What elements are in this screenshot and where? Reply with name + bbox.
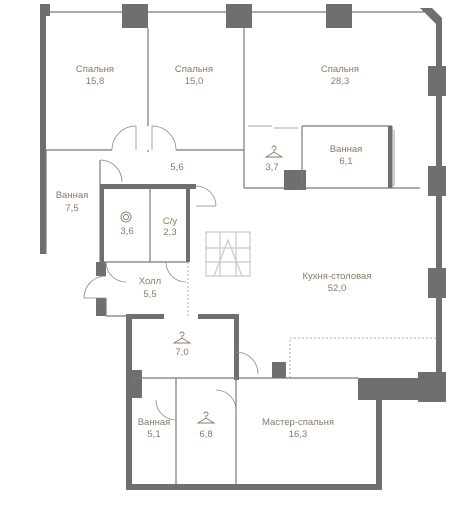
room-area: 52,0: [328, 283, 347, 294]
room-area: 2,3: [163, 227, 176, 238]
room-name: Мастер-спальня: [262, 417, 334, 428]
pillar: [226, 4, 252, 28]
room-area: 15,0: [185, 76, 204, 87]
room-name: Спальня: [321, 64, 359, 75]
hanger-icon: [264, 145, 284, 158]
pillar: [126, 370, 142, 398]
outer-walls: [40, 4, 446, 490]
room-name: Спальня: [175, 64, 213, 75]
room-area: 6,1: [339, 156, 352, 167]
room-area: 5,6: [170, 162, 183, 173]
room-name: Кухня-столовая: [303, 271, 372, 282]
room-name: Ванная: [138, 417, 171, 428]
room-area: 6,8: [199, 429, 212, 440]
pillar: [96, 262, 106, 276]
room-area: 3,7: [265, 162, 278, 173]
room-area: 16,3: [289, 429, 308, 440]
room-name: Холл: [139, 276, 161, 287]
pillar: [326, 4, 352, 28]
room-name: С/у: [163, 216, 178, 227]
interior-walls: [45, 28, 420, 484]
pillar: [122, 4, 148, 28]
room-area: 3,6: [120, 226, 133, 237]
room-area: 7,0: [175, 347, 188, 358]
room-area: 5,1: [147, 429, 160, 440]
right-wall-lower: [376, 400, 382, 490]
right-wall: [436, 18, 442, 386]
dashed-zones: [187, 262, 436, 378]
pillar: [418, 372, 446, 402]
pillar: [428, 66, 446, 96]
left-wall-lower: [126, 314, 132, 490]
pillar: [40, 4, 50, 16]
room-name: Ванная: [330, 144, 363, 155]
room-area: 15,8: [86, 76, 105, 87]
room-name: Ванная: [56, 190, 89, 201]
bottom-wall: [126, 484, 382, 490]
room-area: 7,5: [65, 203, 78, 214]
washing-machine-icon: [120, 211, 132, 223]
hanger-icon: [172, 331, 192, 344]
room-area: 28,3: [331, 76, 350, 87]
room-area: 5,5: [143, 289, 156, 300]
hanger-icon: [196, 411, 216, 424]
room-name: Спальня: [76, 64, 114, 75]
room-labels: Спальня 15,8 Спальня 15,0 Спальня 28,3 В…: [56, 64, 372, 440]
doors: [83, 125, 395, 421]
left-wall-upper: [40, 8, 46, 254]
corner-wall: [420, 8, 442, 30]
pillar: [428, 268, 446, 298]
pillar: [96, 298, 106, 316]
developer-logo-icon: [205, 231, 251, 277]
pillar: [428, 166, 446, 196]
